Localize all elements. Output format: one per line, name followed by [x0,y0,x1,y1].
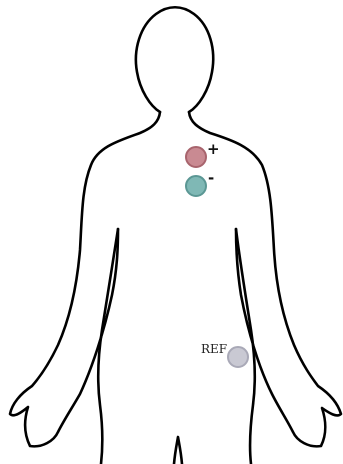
right-arm-outline [189,112,341,446]
negative-electrode-dot[interactable] [186,176,206,196]
positive-electrode-label: + [207,140,220,158]
negative-electrode-label: - [208,169,214,187]
positive-electrode-dot[interactable] [186,147,206,167]
crotch-outline [174,437,182,464]
left-arm-outline [10,112,160,446]
reference-electrode-label: REF [201,342,227,356]
head-outline [136,7,213,112]
positive-electrode[interactable]: + [186,140,220,167]
reference-electrode-dot[interactable] [228,347,248,367]
reference-electrode[interactable]: REF [201,342,248,367]
negative-electrode[interactable]: - [186,169,214,196]
left-torso-outline [98,229,118,464]
body-outline [10,7,341,464]
